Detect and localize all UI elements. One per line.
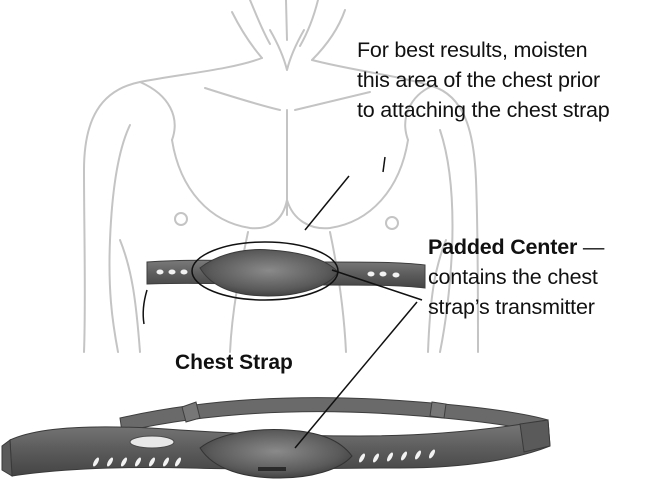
- left-nipple: [175, 213, 187, 225]
- neck-right: [312, 10, 345, 60]
- neck-center: [286, 0, 287, 40]
- abdomen-right: [330, 232, 346, 352]
- left-pec: [172, 140, 287, 228]
- moisten-area-note: For best results, moisten this area of t…: [357, 35, 642, 125]
- moisten-callout-tick: [383, 157, 385, 172]
- collarbone-left: [205, 88, 280, 110]
- padded-center-heading: Padded Center: [428, 235, 577, 259]
- moisten-note-line-2: this area of the chest prior: [357, 65, 642, 95]
- chest-strap-title: Chest Strap: [175, 351, 293, 375]
- neck-inner-left: [250, 0, 270, 44]
- left-deltoid: [140, 82, 175, 140]
- moisten-callout-line: [305, 176, 349, 230]
- padded-center-heading-line: Padded Center —: [428, 232, 643, 262]
- strap-wire: [143, 290, 147, 324]
- flat-strap-buckle-right: [430, 402, 446, 418]
- worn-strap-holes-left: [157, 270, 188, 275]
- moisten-note-line-1: For best results, moisten: [357, 35, 642, 65]
- flat-strap-callout-line: [295, 302, 417, 448]
- left-flank: [120, 240, 140, 352]
- padded-center-dash: —: [577, 235, 604, 259]
- moisten-note-line-3: to attaching the chest strap: [357, 95, 642, 125]
- neck-inner-right: [300, 0, 318, 46]
- padded-center-note: Padded Center — contains the chest strap…: [428, 232, 643, 322]
- right-pec: [287, 140, 408, 228]
- flat-strap-pod-logo: [258, 467, 286, 471]
- flat-strap-left-end: [2, 440, 12, 476]
- flat-strap-left-slot: [130, 436, 174, 448]
- right-nipple: [386, 217, 398, 229]
- padded-center-line-3: strap’s transmitter: [428, 292, 643, 322]
- flat-strap-right-end: [520, 420, 550, 452]
- flat-chest-strap: [2, 398, 550, 478]
- worn-strap-pod: [200, 250, 338, 296]
- left-arm-inner: [109, 125, 130, 352]
- padded-center-line-2: contains the chest: [428, 262, 643, 292]
